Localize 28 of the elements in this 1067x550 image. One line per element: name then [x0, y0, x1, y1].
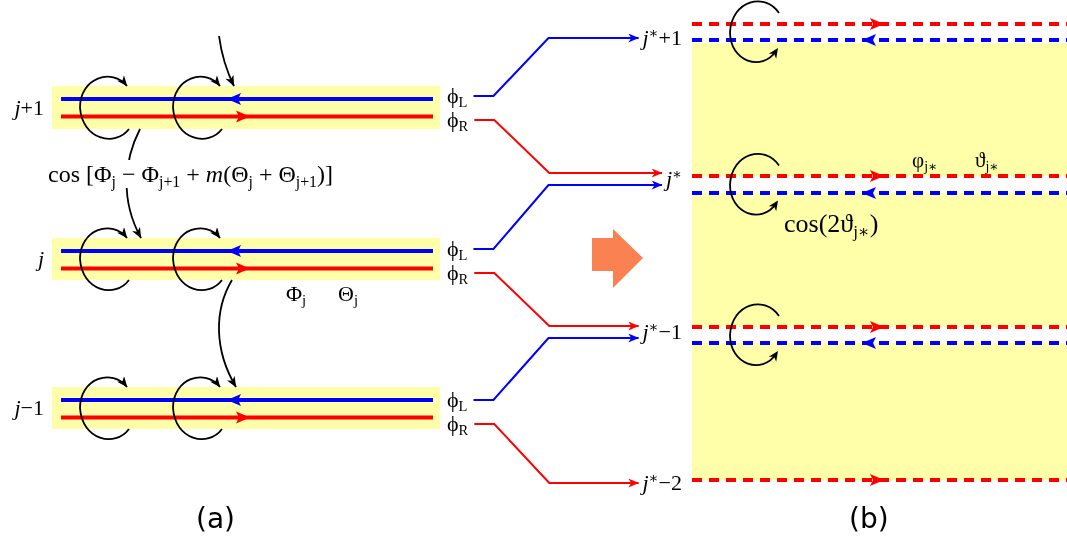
loop-arrow: [172, 376, 223, 440]
loop-arrow: [172, 75, 223, 140]
panel-caption: (a): [196, 505, 235, 533]
site-label: j$^{∗}$−1: [642, 321, 682, 343]
wire-label: j−1: [14, 397, 44, 419]
mode-label: ϕ$_{L}$: [447, 238, 468, 260]
arrow: [218, 279, 237, 388]
site-label: j$^{∗}$−2: [642, 472, 682, 494]
mode-label: ϕ$_{L}$: [447, 85, 468, 107]
site-label: j$^{∗}$+1: [642, 27, 682, 49]
wire-label: j: [37, 248, 44, 270]
loop-arrow: [79, 227, 130, 291]
mode-label: ϕ$_{R}$: [447, 109, 469, 131]
arrow: [473, 272, 640, 331]
loop-arrow: [79, 376, 130, 440]
mode-label: ϕ$_{R}$: [447, 413, 469, 435]
mode-label: ϕ$_{R}$: [447, 262, 469, 284]
arrow: [473, 423, 640, 488]
loop-arrow: [79, 75, 130, 140]
mode-label: ϕ$_{L}$: [447, 389, 468, 411]
arrow: [472, 333, 640, 401]
arrow: [218, 35, 235, 87]
arrow: [472, 180, 663, 250]
panel-caption: (b): [849, 505, 889, 533]
arrow: [472, 33, 640, 97]
wire-label: j+1: [14, 96, 44, 119]
arrow: [473, 119, 663, 178]
loop-arrow: [172, 227, 223, 291]
